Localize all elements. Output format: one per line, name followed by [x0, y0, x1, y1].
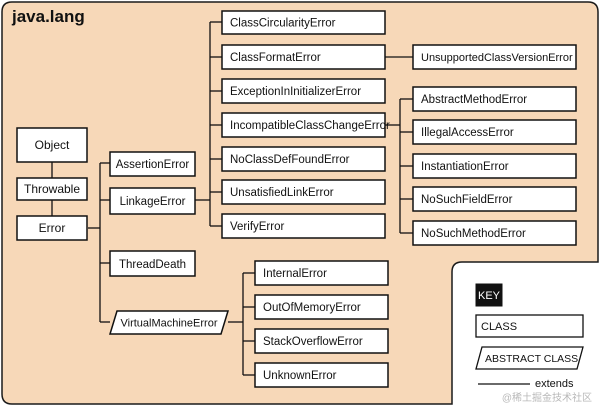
class-node-unsatisfied-link-error: UnsatisfiedLinkError	[221, 179, 386, 205]
inheritance-lines	[51, 21, 413, 376]
class-node-throwable: Throwable	[16, 177, 88, 201]
legend-key-badge: KEY	[475, 283, 503, 307]
class-label: LinkageError	[120, 196, 186, 208]
legend-abstract-class-sample: ABSTRACT CLASS	[475, 346, 584, 370]
class-label: InternalError	[263, 268, 327, 280]
class-node-no-class-def-found-error: NoClassDefFoundError	[221, 146, 386, 172]
class-node-instantiation-error: InstantiationError	[412, 153, 577, 179]
class-label: ClassCircularityError	[230, 18, 336, 30]
class-label: AbstractMethodError	[421, 94, 527, 106]
class-node-abstract-method-error: AbstractMethodError	[412, 86, 577, 112]
class-node-verify-error: VerifyError	[221, 213, 386, 239]
class-node-no-such-method-error: NoSuchMethodError	[412, 220, 577, 246]
class-node-thread-death: ThreadDeath	[109, 250, 196, 277]
class-label: UnsupportedClassVersionError	[421, 52, 573, 64]
class-node-class-circularity-error: ClassCircularityError	[221, 10, 386, 35]
legend-abstract-class-label: ABSTRACT CLASS	[485, 353, 578, 365]
legend-class-sample: CLASS	[475, 314, 584, 338]
legend-class-label: CLASS	[481, 321, 517, 333]
class-node-unknown-error: UnknownError	[254, 362, 389, 388]
class-node-no-such-field-error: NoSuchFieldError	[412, 186, 577, 212]
class-node-out-of-memory-error: OutOfMemoryError	[254, 294, 389, 320]
class-node-stack-overflow-error: StackOverflowError	[254, 328, 389, 354]
class-label: AssertionError	[116, 159, 190, 171]
class-label: VerifyError	[230, 221, 284, 233]
class-label: Throwable	[24, 182, 80, 196]
class-label: NoClassDefFoundError	[230, 154, 350, 166]
class-label: ThreadDeath	[119, 259, 186, 271]
watermark: @稀土掘金技术社区	[502, 391, 592, 404]
class-node-internal-error: InternalError	[254, 260, 389, 286]
class-label: IllegalAccessError	[421, 127, 514, 139]
class-label: VirtualMachineError	[120, 318, 217, 330]
class-node-assertion-error: AssertionError	[109, 151, 196, 177]
class-label: UnsatisfiedLinkError	[230, 187, 334, 199]
class-label: NoSuchFieldError	[421, 194, 513, 206]
class-label: Object	[35, 138, 70, 152]
class-label: ExceptionInInitializerError	[230, 86, 361, 98]
legend: KEY CLASS ABSTRACT CLASS extends	[475, 283, 584, 390]
class-node-incompatible-class-change-error: IncompatibleClassChangeError	[221, 112, 390, 138]
abstract-class-node-virtual-machine-error: VirtualMachineError	[108, 310, 230, 335]
class-label: NoSuchMethodError	[421, 228, 526, 240]
class-node-object: Object	[16, 127, 88, 163]
class-node-unsupported-class-version-error: UnsupportedClassVersionError	[412, 44, 577, 70]
class-label: OutOfMemoryError	[263, 302, 361, 314]
class-label: ClassFormatError	[230, 52, 321, 64]
class-node-error: Error	[16, 215, 88, 241]
class-node-class-format-error: ClassFormatError	[221, 44, 386, 70]
legend-extends-sample: extends	[478, 378, 574, 390]
class-label: InstantiationError	[421, 161, 509, 173]
class-node-illegal-access-error: IllegalAccessError	[412, 119, 577, 145]
class-label: Error	[39, 221, 66, 235]
class-label: UnknownError	[263, 370, 337, 382]
class-node-linkage-error: LinkageError	[109, 187, 196, 215]
class-label: StackOverflowError	[263, 336, 363, 348]
legend-extends-label: extends	[535, 378, 574, 390]
class-label: IncompatibleClassChangeError	[230, 120, 390, 132]
package-title: java.lang	[11, 7, 85, 26]
legend-key-label: KEY	[478, 290, 501, 302]
class-node-exception-in-initializer-error: ExceptionInInitializerError	[221, 78, 386, 104]
